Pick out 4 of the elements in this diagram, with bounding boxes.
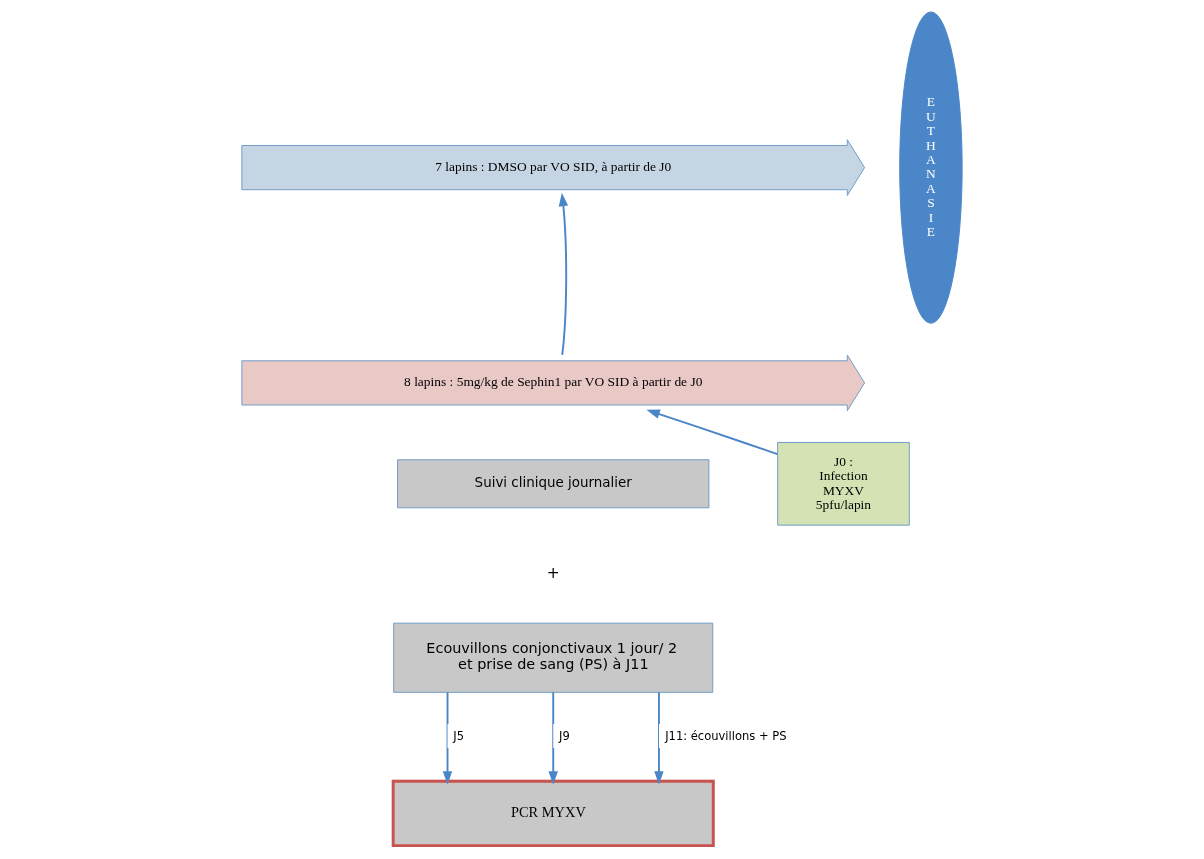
label: + <box>546 563 560 582</box>
edge-label: J11: écouvillons + PS <box>665 728 787 743</box>
edge-label: J9 <box>558 728 570 743</box>
edge-label: J5 <box>453 728 465 743</box>
